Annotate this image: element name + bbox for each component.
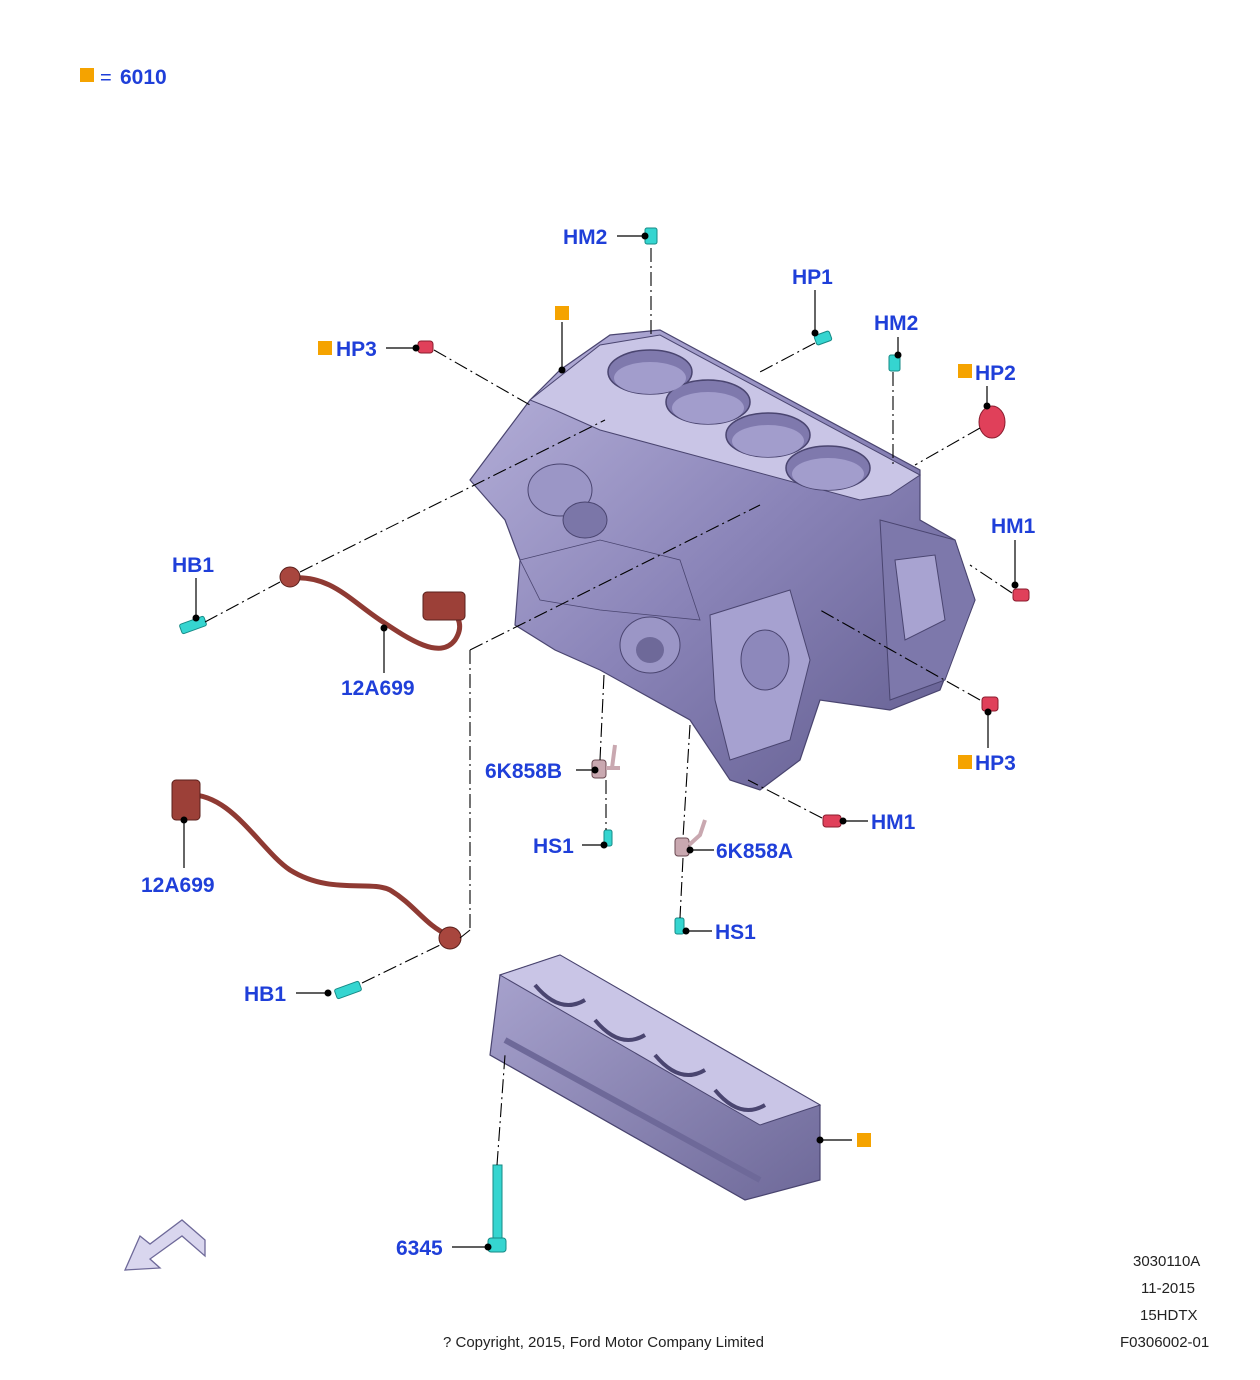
callout-hp3-top: HP3: [318, 338, 420, 361]
orange-marker-frame: [857, 1133, 871, 1147]
doc-number: 3030110A: [1133, 1253, 1200, 1270]
callout-hp3-right: HP3: [958, 708, 1016, 775]
callout-12a699-upper: 12A699: [341, 624, 415, 700]
callout-hs1-right: HS1: [682, 921, 756, 944]
label-12a699-upper: 12A699: [341, 677, 415, 700]
label-hm2-top: HM2: [563, 226, 607, 249]
label-6k858a: 6K858A: [716, 840, 793, 863]
callout-hs1-left: HS1: [533, 835, 608, 858]
orange-marker-block: [555, 306, 569, 320]
callout-hb1-lower: HB1: [244, 983, 332, 1006]
legend-orange-marker: [80, 68, 94, 82]
copyright: ? Copyright, 2015, Ford Motor Company Li…: [443, 1334, 764, 1351]
fastener-hp1: [813, 330, 833, 346]
model-code: 15HDTX: [1140, 1307, 1198, 1324]
legend-code: 6010: [120, 66, 167, 89]
label-6k858b: 6K858B: [485, 760, 562, 783]
label-hs1-left: HS1: [533, 835, 574, 858]
bolt-6345: [487, 1164, 507, 1253]
callout-hm1-right: HM1: [991, 515, 1036, 589]
callout-6k858b: 6K858B: [485, 760, 599, 783]
callout-orange-frame: [816, 1133, 871, 1147]
center-lines: [204, 248, 1013, 1166]
label-hp2: HP2: [975, 362, 1016, 385]
figure-id: F0306002-01: [1120, 1334, 1209, 1351]
view-direction-arrow-icon: [123, 1219, 206, 1271]
label-hm1-lower: HM1: [871, 811, 916, 834]
label-hp1: HP1: [792, 266, 833, 289]
label-hp3-top: HP3: [336, 338, 377, 361]
callout-hm1-lower: HM1: [839, 811, 916, 834]
orange-marker-hp3-top: [318, 341, 332, 355]
knock-sensor-harness-lower: [171, 779, 462, 950]
footer: 3030110A 11-2015 15HDTX F0306002-01 ? Co…: [443, 1253, 1209, 1351]
label-hm1-right: HM1: [991, 515, 1036, 538]
legend-equals: =: [100, 67, 112, 89]
label-hm2-right: HM2: [874, 312, 918, 335]
plug-hp3-right: [981, 696, 999, 712]
cylinder-block: [469, 329, 976, 791]
legend: = 6010: [80, 66, 167, 89]
bolt-hs1-right: [674, 917, 685, 935]
label-hb1-upper: HB1: [172, 554, 214, 577]
orange-marker-hp2: [958, 364, 972, 378]
sensor-6k858a: [674, 819, 707, 857]
label-hp3-right: HP3: [975, 752, 1016, 775]
orange-marker-hp3-right: [958, 755, 972, 769]
bolt-hb1-lower: [334, 980, 362, 1000]
plug-hp3-top: [417, 340, 434, 354]
callout-6k858a: 6K858A: [686, 840, 793, 863]
sensor-6k858b: [591, 744, 620, 779]
bolt-hs1-left: [603, 829, 613, 847]
label-hb1-lower: HB1: [244, 983, 286, 1006]
plug-hm1-lower: [822, 814, 842, 828]
label-6345: 6345: [396, 1237, 443, 1260]
callout-hb1-upper: HB1: [172, 554, 214, 622]
callout-6345: 6345: [396, 1237, 492, 1260]
plug-hp2: [978, 405, 1006, 439]
plug-hm1-right: [1012, 588, 1030, 602]
callout-hp1: HP1: [792, 266, 833, 337]
label-12a699-lower: 12A699: [141, 874, 215, 897]
doc-date: 11-2015: [1141, 1280, 1195, 1297]
callout-hm2-right: HM2: [874, 312, 918, 359]
callout-orange-block: [555, 306, 569, 374]
callout-hm2-top: HM2: [563, 226, 649, 249]
label-hs1-right: HS1: [715, 921, 756, 944]
callout-hp2: HP2: [958, 362, 1016, 410]
bolt-hb1-upper: [179, 615, 207, 635]
knock-sensor-harness-upper: [279, 566, 466, 651]
callout-12a699-lower: 12A699: [141, 816, 215, 897]
main-bearing-frame: [489, 954, 822, 1201]
